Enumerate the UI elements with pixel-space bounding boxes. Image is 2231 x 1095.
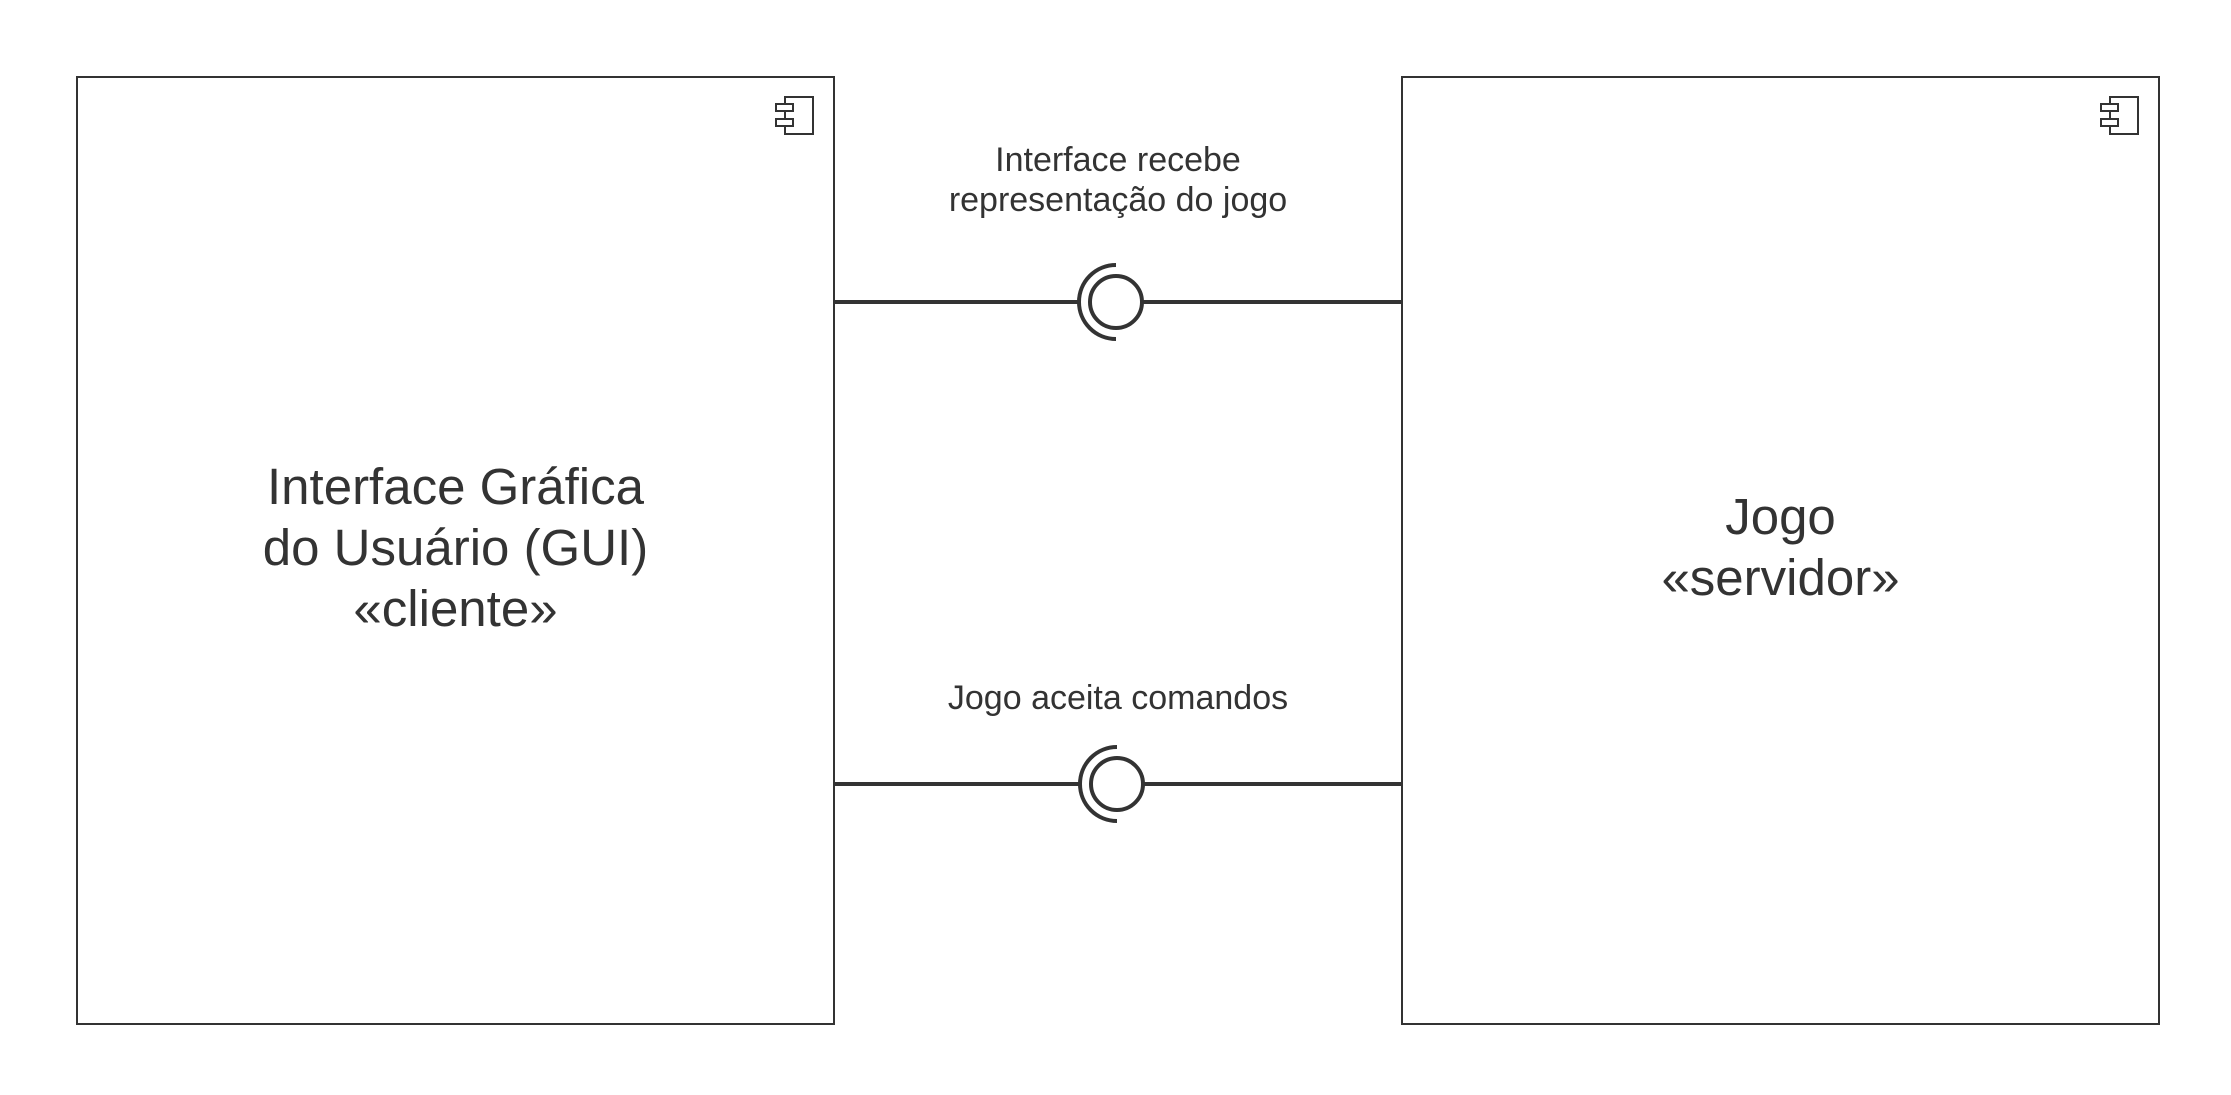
component-name-line1: Interface Gráfica (267, 458, 644, 515)
component-label: Interface Gráfica do Usuário (GUI) «clie… (78, 456, 833, 639)
provided-interface-ball-icon (1089, 756, 1145, 812)
interface-label-line1: Interface recebe (995, 141, 1241, 179)
component-label: Jogo «servidor» (1403, 486, 2158, 608)
interface-label-game-commands: Jogo aceita comandos (835, 678, 1401, 718)
required-interface-socket-icon (1078, 745, 1118, 823)
component-server-game[interactable]: Jogo «servidor» (1401, 76, 2160, 1025)
interface-label-text: Jogo aceita comandos (947, 679, 1289, 717)
uml-component-icon (2100, 96, 2139, 135)
connector-game-commands (835, 745, 1401, 823)
component-name: Jogo (1725, 488, 1836, 545)
provided-interface-ball-icon (1088, 274, 1144, 330)
component-stereotype: «cliente» (353, 580, 558, 637)
required-interface-socket-icon (1077, 263, 1117, 341)
interface-label-game-representation: Interface recebe representação do jogo (835, 140, 1401, 220)
component-name-line2: do Usuário (GUI) (262, 519, 649, 576)
connector-game-representation (835, 263, 1401, 341)
component-client-gui[interactable]: Interface Gráfica do Usuário (GUI) «clie… (76, 76, 835, 1025)
interface-label-line2: representação do jogo (948, 181, 1288, 219)
component-stereotype: «servidor» (1661, 549, 1900, 606)
uml-component-icon (775, 96, 814, 135)
